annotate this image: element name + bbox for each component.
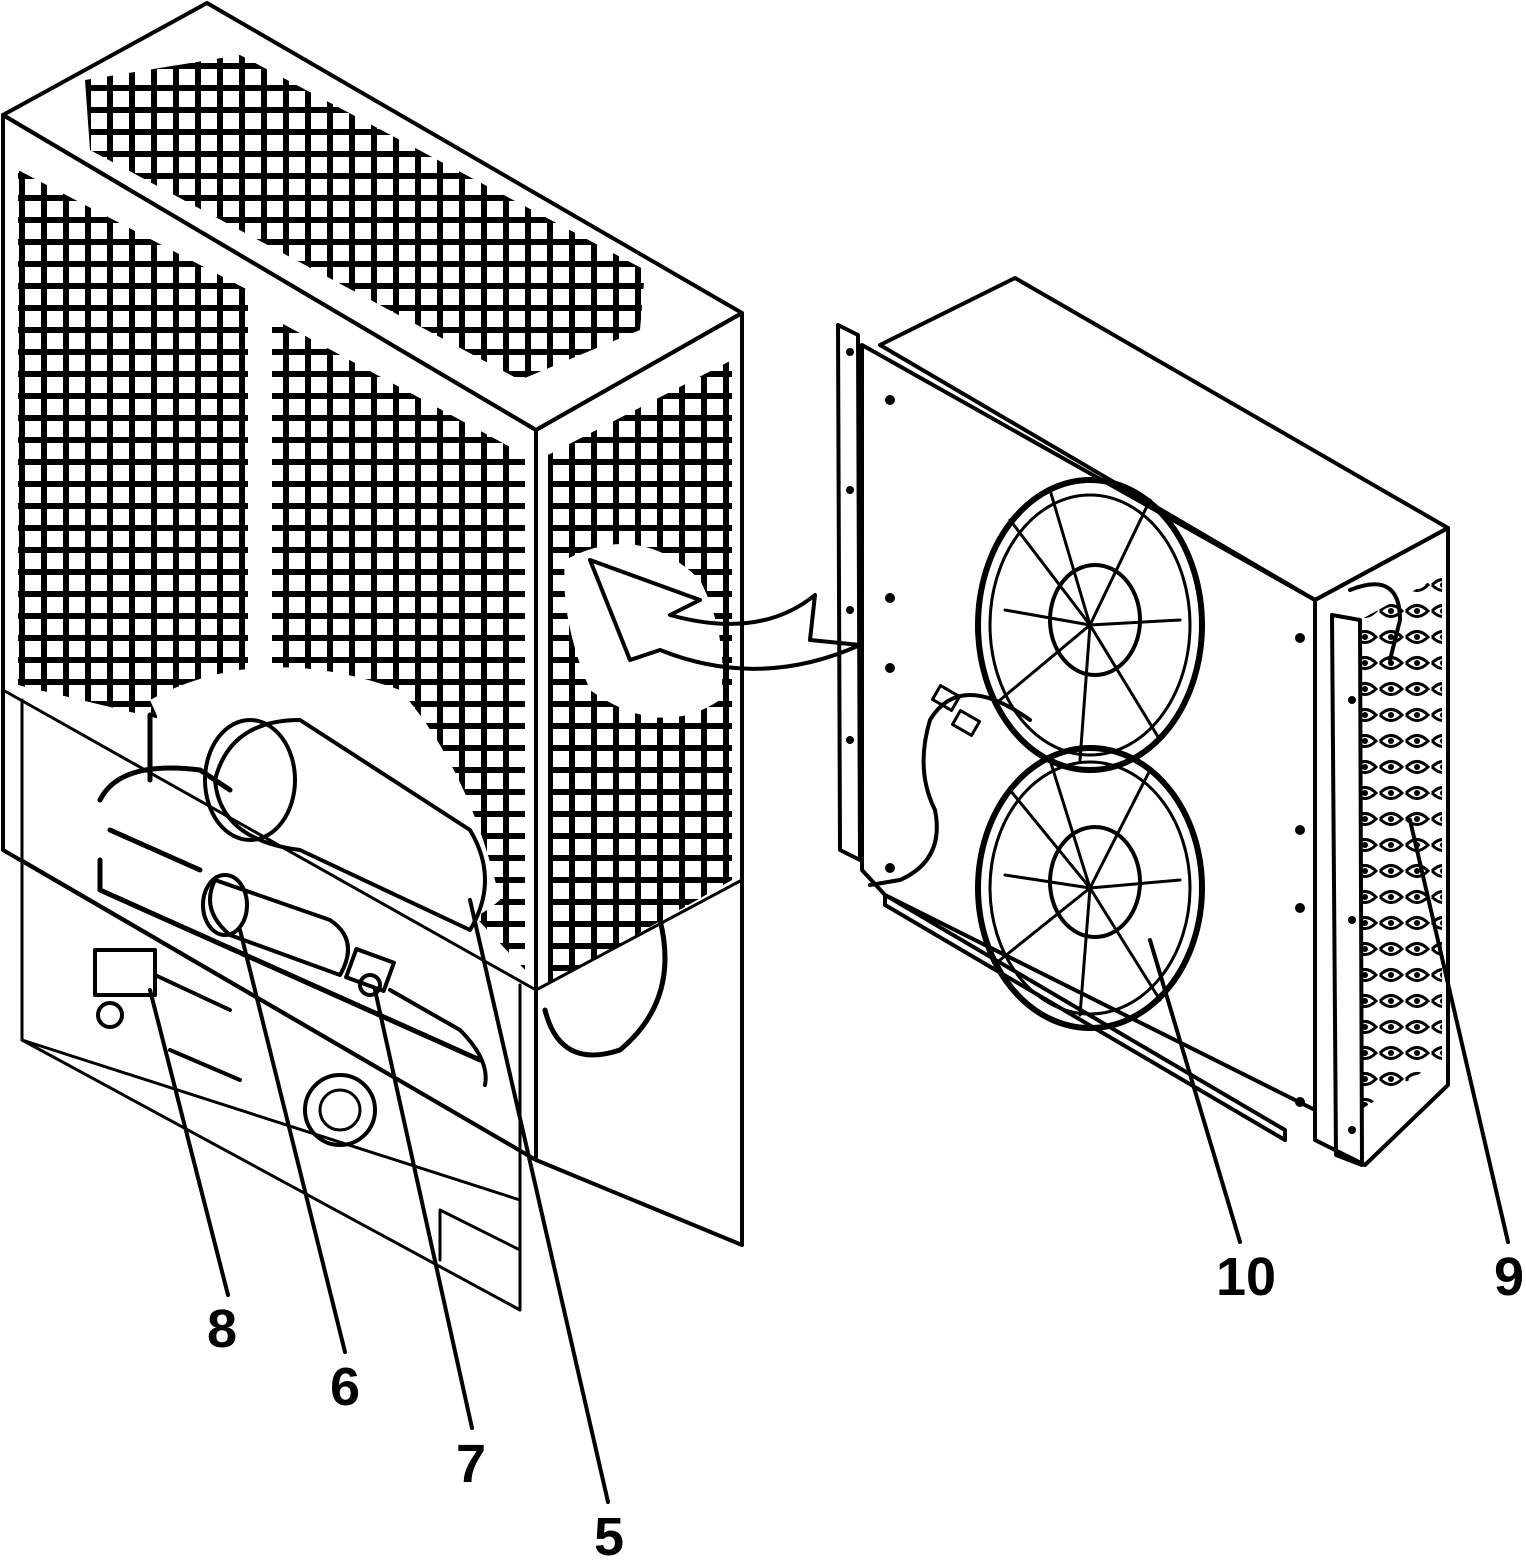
fan-wiring-harness	[868, 693, 1032, 887]
pressure-switch-valve	[93, 948, 242, 1082]
condenser-assembly	[836, 276, 1450, 1167]
callout-7: 7	[456, 1434, 487, 1494]
sight-glass	[344, 947, 488, 1087]
mounting-holes	[846, 348, 1356, 1134]
leader-7	[373, 988, 474, 1430]
cabinet	[1, 1, 744, 1312]
condenser-front-face	[860, 343, 1317, 1112]
leader-6	[238, 928, 347, 1354]
top-grille	[85, 55, 645, 380]
callout-9: 9	[1494, 1247, 1525, 1307]
condenser-coil-end	[1313, 526, 1450, 1167]
mounting-flange	[836, 323, 862, 862]
receiver-tank	[203, 718, 487, 932]
leader-8	[148, 988, 230, 1297]
callout-6: 6	[330, 1357, 361, 1417]
callout-5: 5	[594, 1507, 625, 1567]
upper-fan	[975, 477, 1205, 773]
lower-fan	[975, 745, 1205, 1031]
leader-10	[1148, 938, 1242, 1244]
grille-cutaway	[150, 667, 500, 930]
side-cutaway	[564, 544, 723, 718]
callout-8: 8	[207, 1299, 238, 1359]
callout-10: 10	[1216, 1247, 1277, 1307]
front-grille-left	[18, 170, 248, 740]
filter-drier	[201, 873, 350, 977]
leader-5	[468, 898, 610, 1504]
removal-arrow	[588, 558, 862, 671]
leader-9	[1408, 818, 1510, 1244]
compressor-port	[303, 1073, 377, 1147]
leader-lines	[148, 818, 1510, 1504]
piping	[97, 712, 668, 1063]
condenser-coil	[1360, 575, 1442, 1110]
condenser-top-face	[878, 276, 1450, 602]
